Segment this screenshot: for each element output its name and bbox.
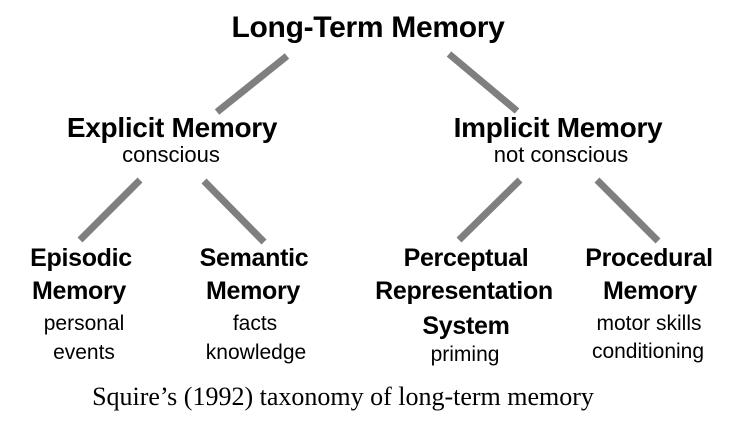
edge-implicit-prs-line xyxy=(456,177,523,243)
node-procedural-memory-sub2: conditioning xyxy=(591,340,705,363)
edge-explicit-semantic-line xyxy=(201,178,267,245)
node-semantic-memory-line2: Memory xyxy=(205,277,301,305)
node-episodic-memory-sub1: personal xyxy=(43,312,125,335)
node-semantic-memory-sub2: knowledge xyxy=(205,341,307,364)
node-prs-line3: System xyxy=(422,312,510,340)
node-episodic-memory-line1: Episodic xyxy=(30,244,132,272)
node-long-term-memory: Long-Term Memory xyxy=(231,11,505,44)
node-procedural-memory-line1: Procedural xyxy=(585,244,713,272)
node-prs-line2: Representation xyxy=(375,277,553,305)
node-explicit-memory: Explicit Memory xyxy=(66,112,278,143)
node-episodic-memory-line2: Memory xyxy=(31,277,127,305)
edge-root-implicit-line xyxy=(446,51,520,114)
node-explicit-memory-sublabel: conscious xyxy=(122,142,220,167)
edge-implicit-procedural-line xyxy=(594,177,661,244)
node-semantic-memory-line1: Semantic xyxy=(199,244,309,272)
node-implicit-memory-sublabel: not conscious xyxy=(493,142,629,167)
node-procedural-memory-sub1: motor skills xyxy=(596,312,702,335)
node-semantic-memory-sub1: facts xyxy=(232,312,278,335)
edge-root-explicit-line xyxy=(214,53,290,115)
node-prs-sub1: priming xyxy=(430,343,500,366)
node-prs-line1: Perceptual xyxy=(403,244,529,272)
node-implicit-memory: Implicit Memory xyxy=(453,112,663,143)
edge-explicit-episodic-line xyxy=(77,177,143,243)
node-procedural-memory-line2: Memory xyxy=(602,277,698,305)
node-episodic-memory-sub2: events xyxy=(53,341,115,364)
diagram-caption: Squire’s (1992) taxonomy of long-term me… xyxy=(92,382,594,411)
